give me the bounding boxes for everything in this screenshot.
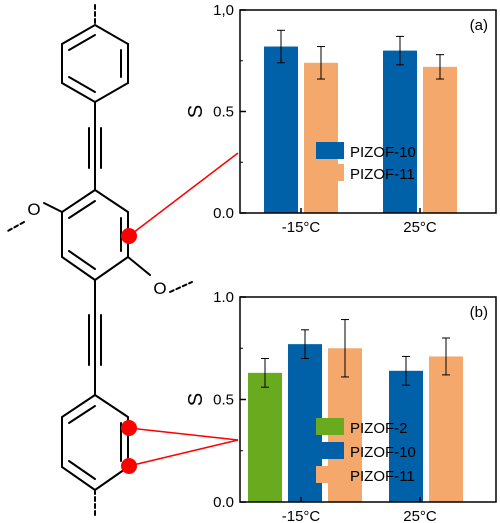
- methoxy-oxygen-upper: O: [27, 200, 40, 219]
- connector-line: [128, 439, 239, 467]
- x-tick-label: 25°C: [403, 508, 437, 523]
- bar: [429, 356, 463, 502]
- bottom-ring-inner-bond: [68, 460, 96, 480]
- y-axis-label: S: [185, 105, 207, 118]
- bar: [389, 370, 423, 502]
- y-axis-label: S: [185, 393, 207, 406]
- top-ring-inner-bond: [68, 76, 96, 93]
- highlight-dot: [121, 228, 137, 244]
- middle-ring-inner-bond: [68, 200, 96, 219]
- highlight-connectors: [128, 152, 239, 467]
- chart-panel-b: -15°C 25°C 0.0 0.5 1.0S (b) PIZOF-2PIZOF-10PIZ…: [185, 289, 497, 523]
- molecule-structure: [5, 4, 193, 516]
- bar: [423, 66, 457, 213]
- bar: [304, 62, 338, 213]
- legend-label: PIZOF-11: [350, 166, 415, 183]
- middle-ring-inner-bond: [68, 250, 96, 270]
- y-tick-label: 0.5: [213, 104, 234, 121]
- connector-line: [128, 427, 239, 441]
- legend-label: PIZOF-10: [350, 144, 416, 161]
- bar: [383, 50, 417, 213]
- legend-swatch: [316, 442, 344, 459]
- y-tick-label: 0.0: [213, 494, 234, 511]
- legend-swatch: [316, 466, 344, 483]
- x-tick-label: -15°C: [282, 508, 321, 523]
- legend-label: PIZOF-2: [350, 420, 408, 437]
- y-tick-label: 1.0: [213, 289, 234, 306]
- legend-label: PIZOF-10: [350, 444, 416, 461]
- y-tick-label: 1,0: [213, 2, 234, 19]
- methoxy-bond: [43, 202, 63, 213]
- highlight-dot: [121, 420, 137, 436]
- methoxy-stub: [5, 221, 25, 233]
- methoxy-bond: [127, 256, 151, 276]
- bar: [248, 372, 282, 502]
- y-tick-label: 0.5: [213, 392, 234, 409]
- legend-swatch: [316, 418, 344, 435]
- bar: [264, 46, 298, 213]
- panel-label: (a): [470, 17, 488, 34]
- x-tick-label: 25°C: [403, 219, 437, 236]
- highlight-dot: [121, 458, 137, 474]
- methoxy-oxygen-lower: O: [153, 279, 166, 298]
- x-tick-label: -15°C: [282, 219, 321, 236]
- methoxy-stub: [169, 281, 193, 293]
- legend-swatch: [316, 142, 344, 159]
- bottom-ring-inner-bond: [68, 405, 96, 424]
- connector-line: [128, 152, 239, 237]
- bottom-ring: [61, 393, 129, 492]
- y-tick-label: 0.0: [213, 205, 234, 222]
- middle-ring: [61, 188, 129, 282]
- top-ring: [61, 23, 129, 104]
- panel-label: (b): [470, 304, 488, 321]
- legend-swatch: [316, 164, 344, 181]
- top-ring-inner-bond: [68, 34, 96, 51]
- legend-label: PIZOF-11: [350, 468, 415, 485]
